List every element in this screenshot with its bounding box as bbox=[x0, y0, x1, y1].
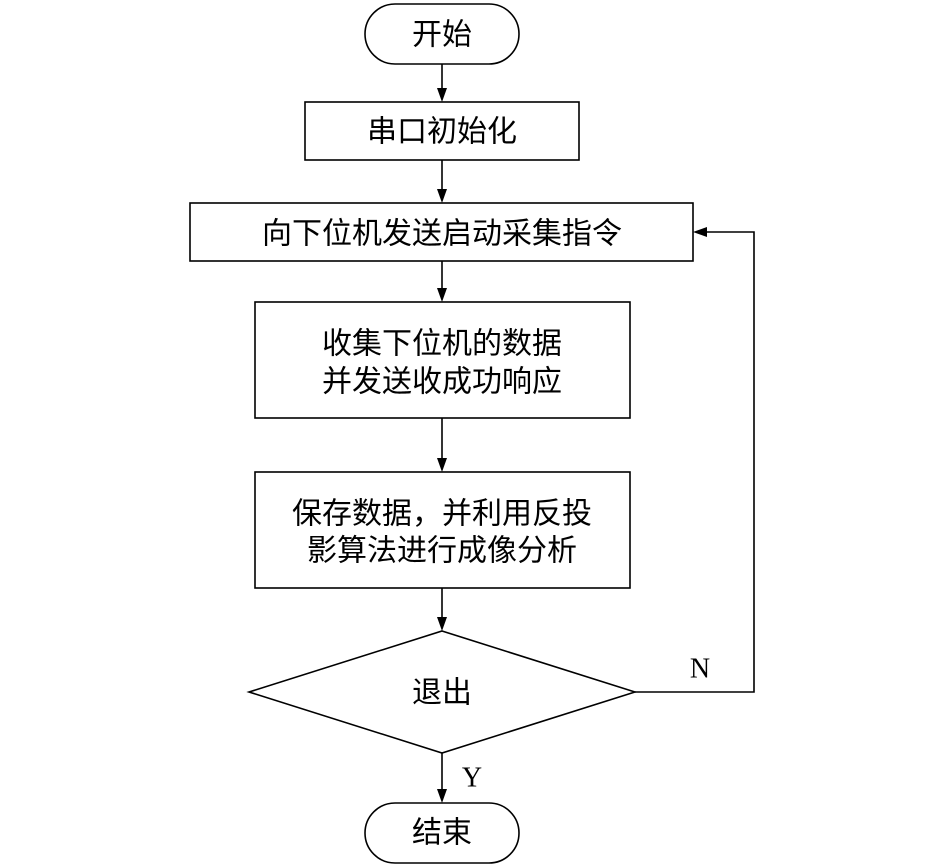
save-analyze-label-line2: 影算法进行成像分析 bbox=[307, 534, 577, 569]
init-process-node: 串口初始化 bbox=[304, 101, 580, 161]
collect-data-node: 收集下位机的数据 并发送收成功响应 bbox=[254, 301, 631, 419]
yes-branch-label: Y bbox=[462, 763, 482, 794]
end-terminal-shape bbox=[364, 802, 520, 864]
arrow-init-to-send bbox=[437, 160, 447, 203]
arrow-save-to-decision bbox=[437, 588, 447, 631]
arrow-start-to-init bbox=[437, 64, 447, 102]
collect-data-label-line2: 并发送收成功响应 bbox=[322, 365, 562, 400]
no-branch-label: N bbox=[690, 654, 710, 685]
no-branch-loop: N bbox=[635, 227, 755, 693]
save-analyze-label-line1: 保存数据，并利用反投 bbox=[292, 497, 592, 532]
save-analyze-box bbox=[254, 471, 631, 589]
arrow-collect-to-save bbox=[437, 418, 447, 472]
yes-branch-arrow: Y bbox=[437, 753, 482, 803]
end-node: 结束 bbox=[364, 802, 520, 864]
arrow-send-to-collect bbox=[437, 261, 447, 302]
init-process-box bbox=[304, 101, 580, 161]
start-node: 开始 bbox=[364, 3, 520, 65]
send-command-label: 向下位机发送启动采集指令 bbox=[262, 217, 622, 252]
send-command-node: 向下位机发送启动采集指令 bbox=[189, 202, 694, 262]
exit-decision-label: 退出 bbox=[412, 676, 472, 711]
collect-data-box bbox=[254, 301, 631, 419]
collect-data-label-line1: 收集下位机的数据 bbox=[322, 327, 562, 362]
start-label: 开始 bbox=[412, 18, 472, 53]
save-analyze-node: 保存数据，并利用反投 影算法进行成像分析 bbox=[254, 471, 631, 589]
exit-decision-node: 退出 bbox=[246, 630, 638, 754]
end-label: 结束 bbox=[412, 816, 472, 851]
init-process-label: 串口初始化 bbox=[367, 115, 517, 150]
